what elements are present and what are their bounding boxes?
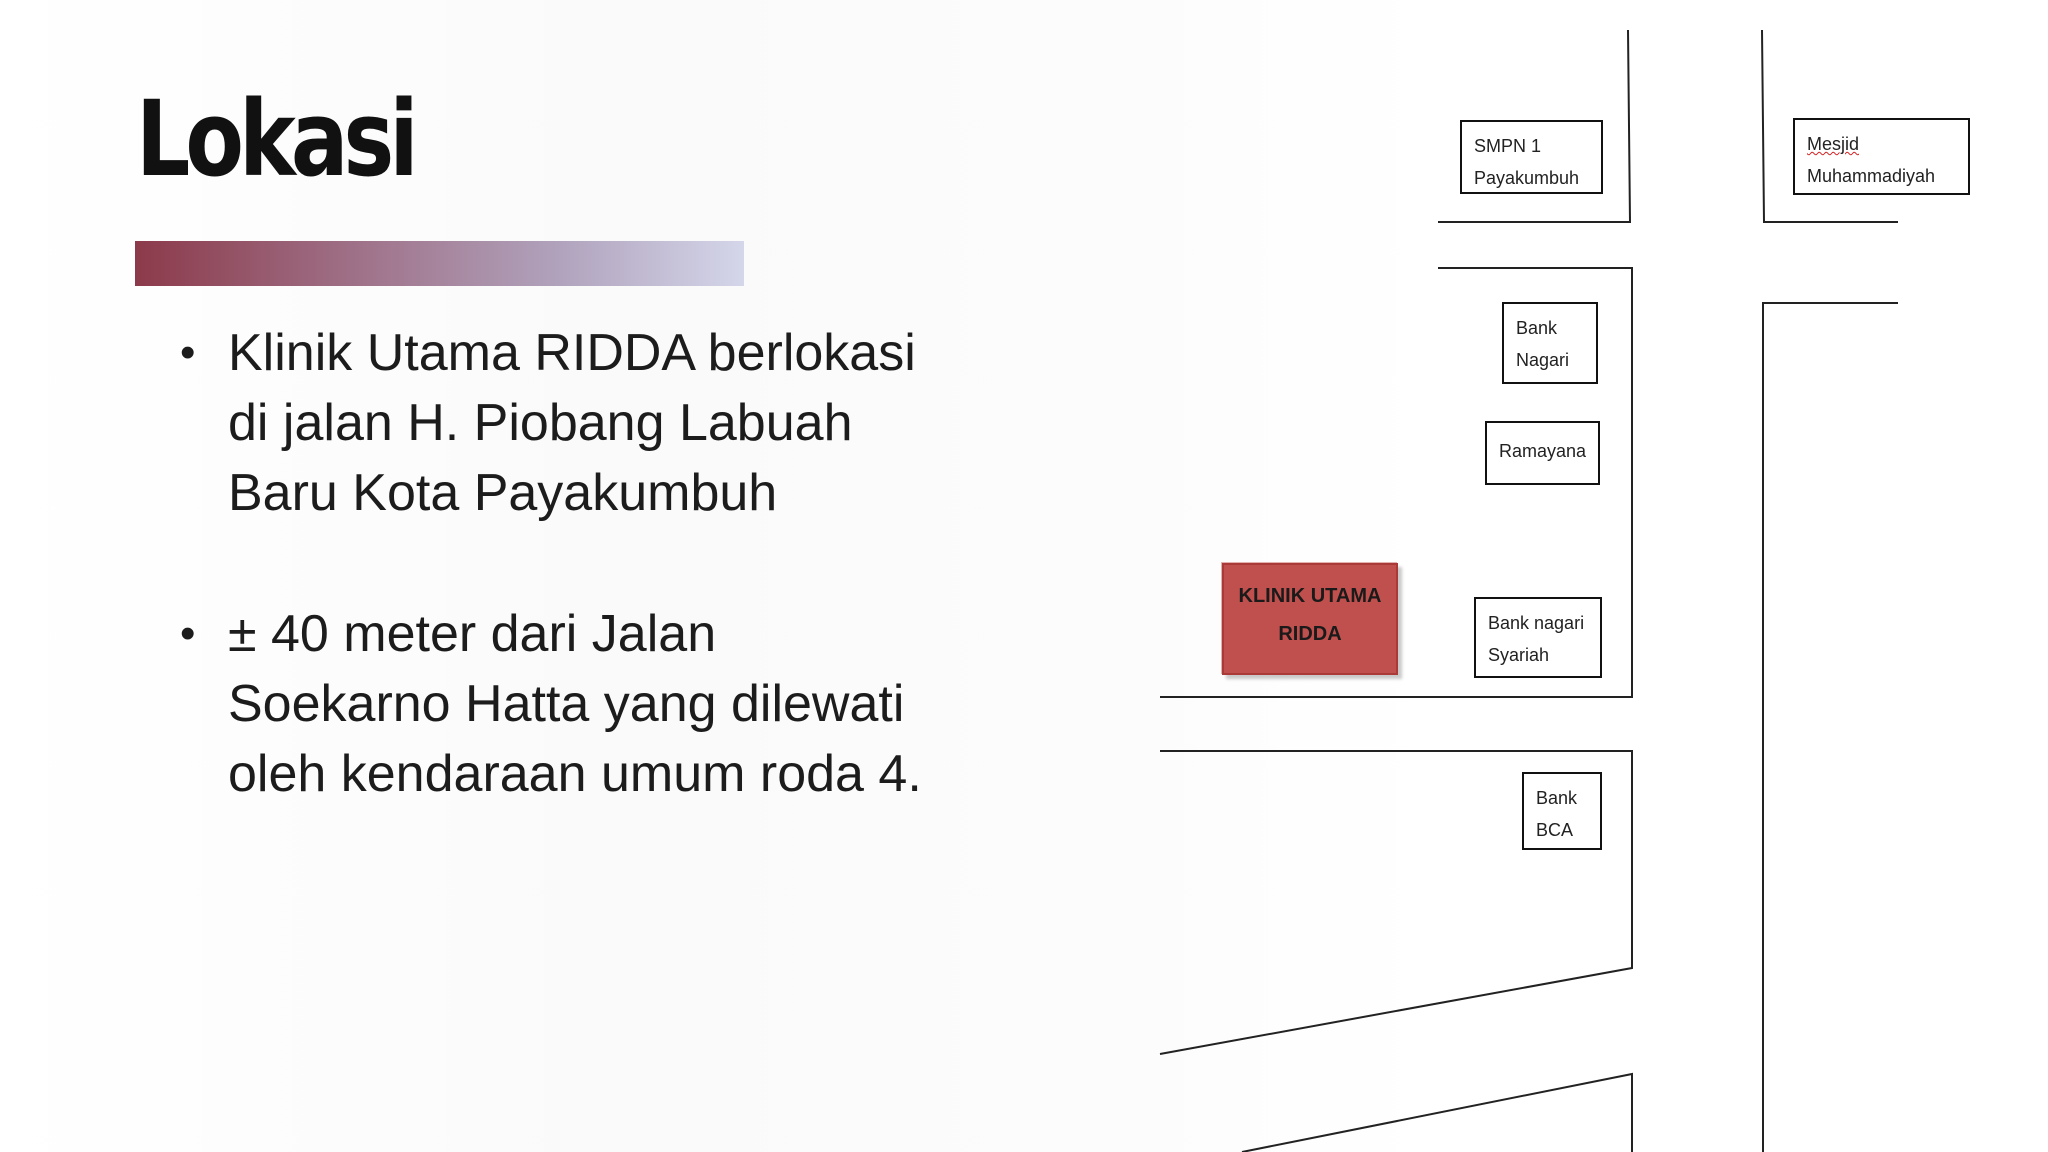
place-ramayana-line1: Ramayana — [1499, 441, 1587, 461]
place-masjid: Mesjid Muhammadiyah — [1793, 118, 1970, 195]
place-masjid-line2: Muhammadiyah — [1807, 166, 1936, 186]
place-smpn-line1: SMPN 1 — [1474, 136, 1542, 156]
place-bank-nagari-line1: Bank — [1516, 318, 1558, 338]
road-edge — [1241, 1072, 1633, 1152]
place-bank-bca-line1: Bank — [1536, 788, 1578, 808]
place-masjid-line1: Mesjid — [1807, 134, 1860, 154]
road-edge — [1762, 302, 1898, 1152]
bullet-dot-icon: • — [180, 328, 196, 377]
clinic-line2: RIDDA — [1278, 623, 1342, 645]
place-bank-nagari-syariah-line1: Bank nagari — [1488, 613, 1585, 633]
place-bank-bca: Bank BCA — [1522, 772, 1602, 850]
bullet-dot-icon: • — [180, 609, 196, 658]
title-accent-bar — [135, 241, 744, 286]
bullet-location-text: Klinik Utama RIDDA berlokasi di jalan H.… — [228, 324, 916, 522]
bullet-list: • Klinik Utama RIDDA berlokasi di jalan … — [180, 318, 940, 809]
bullet-distance: • ± 40 meter dari Jalan Soekarno Hatta y… — [180, 599, 940, 809]
place-klinik-ridda: KLINIK UTAMA RIDDA — [1222, 563, 1398, 675]
place-smpn: SMPN 1 Payakumbuh — [1460, 120, 1603, 194]
bullet-location: • Klinik Utama RIDDA berlokasi di jalan … — [180, 318, 940, 528]
road-edge — [1160, 267, 1633, 698]
road-edge — [1159, 750, 1633, 1055]
road-edge — [1438, 29, 1632, 223]
road-edge — [1761, 29, 1898, 223]
place-ramayana: Ramayana — [1485, 421, 1600, 485]
place-bank-bca-line2: BCA — [1536, 820, 1574, 840]
place-bank-nagari: Bank Nagari — [1502, 302, 1598, 384]
place-bank-nagari-syariah: Bank nagari Syariah — [1474, 597, 1602, 678]
slide-title: Lokasi — [136, 78, 419, 200]
place-smpn-line2: Payakumbuh — [1474, 168, 1580, 188]
bullet-distance-text: ± 40 meter dari Jalan Soekarno Hatta yan… — [228, 605, 922, 803]
place-bank-nagari-syariah-line2: Syariah — [1488, 645, 1550, 665]
clinic-line1: KLINIK UTAMA — [1238, 585, 1382, 607]
place-bank-nagari-line2: Nagari — [1516, 350, 1570, 370]
